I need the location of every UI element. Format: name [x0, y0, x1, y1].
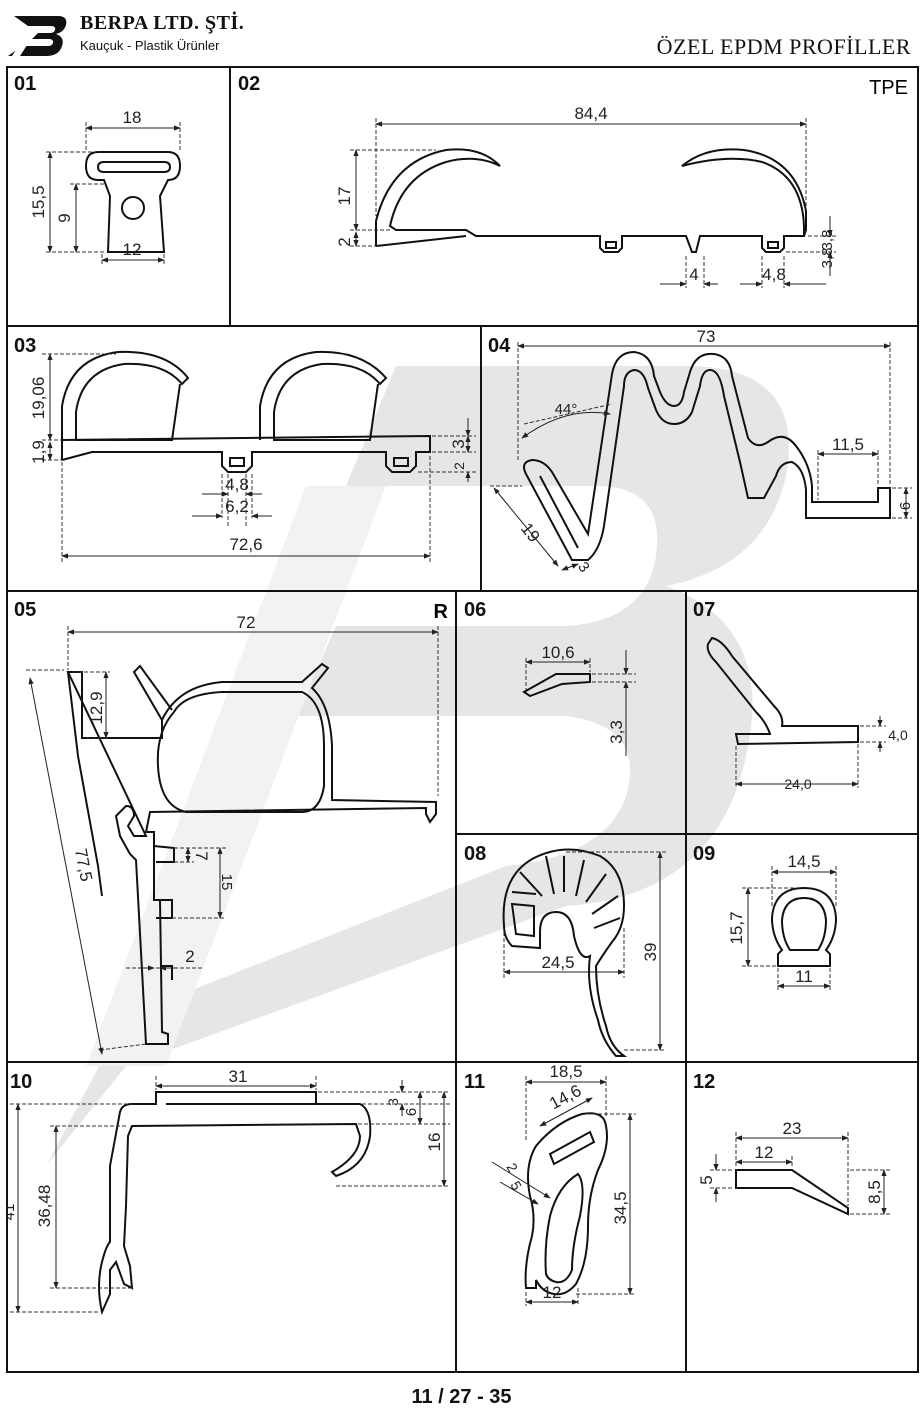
profile-08-drawing: 24,5 39: [502, 848, 666, 1057]
panel-number: 07: [693, 599, 715, 621]
company-tagline: Kauçuk - Plastik Ürünler: [80, 38, 220, 53]
dimension-label: 11: [795, 967, 813, 986]
dimension-label: 3,8: [819, 248, 836, 269]
dimension-label: 72: [237, 613, 256, 632]
grid-lines: [6, 66, 919, 1373]
dimension-label: 2: [335, 237, 354, 246]
panel-number: 09: [693, 843, 715, 865]
material-tag: TPE: [869, 77, 908, 99]
berpa-logo-icon: [8, 16, 67, 56]
dimension-label: 4: [689, 265, 698, 284]
panel-number: 01: [14, 73, 36, 95]
profile-10-drawing: 31 3 6 16 36,48 41: [6, 1067, 450, 1316]
dimension-label: 16: [425, 1133, 444, 1152]
dimension-label: 18,5: [549, 1062, 582, 1081]
profile-07-drawing: 4,0 24,0: [706, 636, 908, 792]
dimension-label: 14,5: [787, 852, 820, 871]
dimension-label: 2: [503, 1160, 521, 1175]
profile-01-drawing: 18 15,5 9 12: [29, 108, 182, 266]
dimension-label: 39: [641, 943, 660, 962]
dimension-label: 15: [218, 874, 235, 891]
dimension-label: 2: [451, 462, 467, 470]
dimension-label: 15,7: [727, 911, 746, 944]
dimension-label: 17: [335, 187, 354, 206]
dimension-label: 12: [755, 1143, 774, 1162]
dimension-label: 4,8: [762, 265, 786, 284]
dimension-label: 19: [517, 519, 544, 546]
profile-grid: 01 02 03 04 05 06 07 08 09 10 11 12 TPE …: [6, 66, 919, 1373]
dimension-label: 44°: [555, 401, 578, 418]
dimension-label: 12,9: [87, 691, 106, 724]
dimension-label: 10,6: [541, 643, 574, 662]
profile-12-drawing: 23 12 5 8,5: [697, 1119, 890, 1216]
dimension-label: 14,6: [546, 1081, 584, 1113]
dimension-label: 3,3: [607, 720, 626, 744]
panel-number: 03: [14, 335, 36, 357]
dimension-label: 18: [123, 108, 142, 127]
dimension-label: 84,4: [574, 104, 607, 123]
page-number: 11 / 27 - 35: [411, 1386, 512, 1408]
material-tag: R: [434, 601, 449, 623]
page-title: ÖZEL EPDM PROFİLLER: [656, 34, 911, 59]
profile-02-drawing: 84,4 17 2 3,8 3,8 4 4,8: [335, 104, 836, 288]
dimension-label: 1,9: [29, 440, 48, 464]
dimension-label: 31: [229, 1067, 248, 1086]
dimension-label: 24,5: [541, 953, 574, 972]
dimension-label: 34,5: [611, 1191, 630, 1224]
dimension-label: 3: [385, 1098, 401, 1106]
profile-09-drawing: 14,5 15,7 11: [727, 852, 838, 992]
dimension-label: 12: [543, 1283, 562, 1302]
dimension-label: 3: [449, 439, 468, 448]
profile-03-drawing: 19,06 1,9 3 2 4,8 6,2 72,6: [29, 350, 476, 562]
panel-number: 10: [10, 1071, 32, 1093]
panel-number: 02: [238, 73, 260, 95]
dimension-label: 4,0: [888, 727, 908, 743]
dimension-label: 3,8: [819, 230, 836, 251]
dimension-label: 2: [185, 947, 194, 966]
dimension-label: 4,8: [225, 475, 249, 494]
dimension-label: 72,6: [229, 535, 262, 554]
dimension-label: 36,48: [35, 1185, 54, 1228]
panel-number: 08: [464, 843, 486, 865]
dimension-label: 5: [507, 1178, 525, 1193]
panel-number: 11: [464, 1071, 485, 1093]
profile-11-drawing: 18,5 14,6 2 5 34,5 12: [491, 1062, 636, 1306]
profile-06-drawing: 10,6 3,3: [522, 643, 636, 756]
dimension-label: 6: [403, 1108, 420, 1116]
panel-number: 04: [488, 335, 511, 357]
dimension-label: 15,5: [29, 185, 48, 218]
dimension-label: 5: [697, 1175, 716, 1184]
profile-05-drawing: 72 12,9 77,5 7 15 2: [26, 613, 439, 1055]
dimension-label: 23: [783, 1119, 802, 1138]
panel-number: 12: [693, 1071, 715, 1093]
dimension-label: 3: [574, 559, 593, 576]
dimension-label: 6,2: [225, 497, 249, 516]
panel-number: 06: [464, 599, 486, 621]
dimension-label: 24,0: [784, 776, 811, 792]
dimension-label: 73: [697, 327, 716, 346]
dimension-label: 8,5: [865, 1180, 884, 1204]
dimension-label: 7: [192, 851, 211, 860]
dimension-label: 77,5: [71, 847, 96, 883]
company-name: BERPA LTD. ŞTİ.: [80, 12, 245, 34]
dimension-label: 9: [55, 213, 74, 222]
panel-number: 05: [14, 599, 36, 621]
dimension-label: 11,5: [832, 435, 864, 454]
dimension-label: 41: [6, 1204, 18, 1221]
dimension-label: 19,06: [29, 377, 48, 420]
dimension-label: 12: [123, 240, 142, 259]
dimension-label: 6: [897, 502, 914, 510]
